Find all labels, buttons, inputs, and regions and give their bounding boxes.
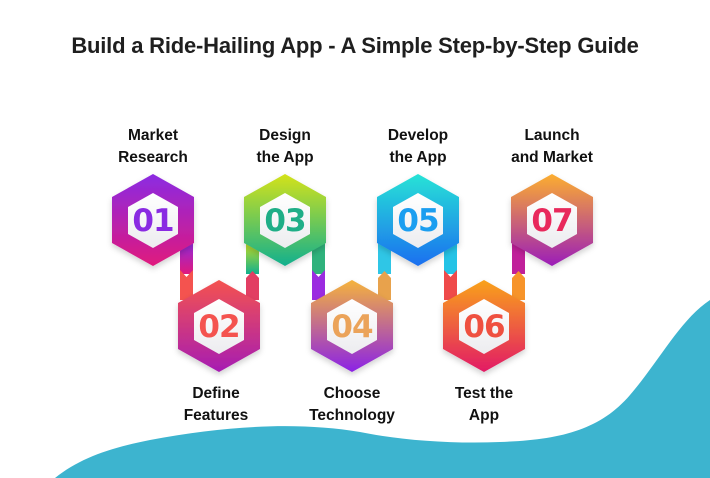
step-04-hexagon [311,280,393,372]
step-05-hexagon [377,174,459,266]
step-02-number: 02 [198,309,239,345]
step-03-number: 03 [264,203,305,239]
step-07-number: 07 [531,203,572,239]
step-06-hexagon [443,280,525,372]
step-03-hexagon [244,174,326,266]
page-title: Build a Ride-Hailing App - A Simple Step… [71,33,639,58]
step-06-number: 06 [463,309,504,345]
step-07-hexagon [511,174,593,266]
step-01-hexagon [112,174,194,266]
step-02-hexagon [178,280,260,372]
step-05-number: 05 [397,203,438,239]
step-04-number: 04 [331,309,373,345]
decorative-wave [55,300,710,478]
step-01-number: 01 [132,203,173,239]
